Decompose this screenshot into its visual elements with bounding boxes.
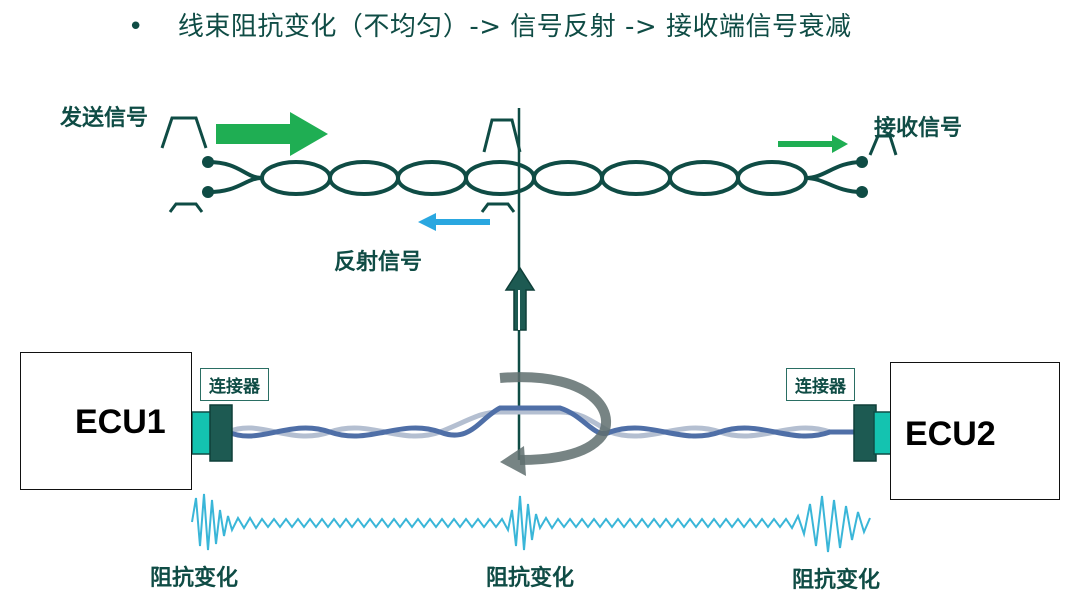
connector-left-dark <box>209 404 233 462</box>
connector-left-cyan <box>191 411 213 455</box>
slide-title: • 线束阻抗变化（不均匀）-> 信号反射 -> 接收端信号衰减 <box>128 6 851 43</box>
title-text: 线束阻抗变化（不均匀）-> 信号反射 -> 接收端信号衰减 <box>177 12 852 42</box>
twisted-pair-top <box>207 160 863 196</box>
impedance-label-left: 阻抗变化 <box>150 566 239 591</box>
terminal-dot-right-bottom <box>856 186 868 198</box>
big-green-arrow-icon <box>216 112 328 156</box>
ecu1-box: ECU1 <box>20 352 192 490</box>
receive-pulse-icon <box>868 134 898 156</box>
ecu1-label: ECU1 <box>75 403 166 441</box>
ecu2-label: ECU2 <box>905 415 996 453</box>
reflect-cyan-arrow-icon <box>418 213 490 231</box>
rotation-arrow-icon <box>499 372 611 465</box>
terminal-dot-left-bottom <box>202 186 214 198</box>
receive-signal-label: 接收信号 <box>874 116 963 141</box>
connector-label-left: 连接器 <box>200 368 269 401</box>
connector-label-right: 连接器 <box>786 368 855 401</box>
impedance-label-mid: 阻抗变化 <box>486 566 575 591</box>
reflect-pulse-small-icon <box>168 202 204 213</box>
mid-reflect-pulse-icon <box>480 202 516 213</box>
ecu2-box: ECU2 <box>890 362 1060 500</box>
attenuation-waveform <box>191 493 871 553</box>
connector-right-dark <box>853 404 877 462</box>
twisted-wire-bottom <box>227 405 860 439</box>
small-green-arrow-icon <box>778 135 848 153</box>
terminal-dot-left-top <box>202 156 214 168</box>
impedance-label-right: 阻抗变化 <box>792 568 881 593</box>
send-signal-label: 发送信号 <box>60 106 149 131</box>
title-bullet: • <box>128 12 144 42</box>
terminal-dot-right-top <box>856 156 868 168</box>
send-pulse-icon <box>160 116 208 149</box>
mid-pulse-icon <box>482 118 522 153</box>
reflected-signal-label: 反射信号 <box>334 250 423 275</box>
